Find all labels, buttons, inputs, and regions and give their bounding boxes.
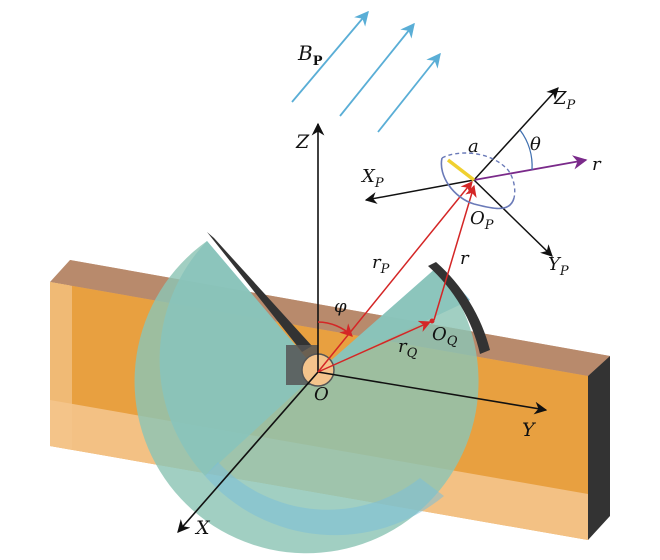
- field-line-3: [377, 52, 441, 133]
- field-line-2: [339, 22, 415, 117]
- label-o-p: OP: [470, 208, 494, 233]
- label-phi: φ: [334, 296, 347, 317]
- field-line-1: [291, 10, 369, 103]
- label-x-p: XP: [360, 166, 384, 191]
- label-o-q: OQ: [432, 324, 458, 349]
- slab-front-left-strip: [50, 282, 72, 450]
- disk-lower-rim: [205, 462, 444, 536]
- vector-r: [433, 184, 477, 321]
- theta-arc: [519, 129, 533, 171]
- label-r-q: rQ: [398, 336, 418, 361]
- axis-x-p: [364, 179, 475, 204]
- axis-z-p: [473, 87, 559, 181]
- vector-r-local: [473, 155, 588, 181]
- label-z: Z: [295, 131, 310, 153]
- label-r-vec: r: [592, 154, 602, 175]
- loop-radius: [446, 158, 476, 182]
- axis-y-p: [473, 179, 553, 257]
- disk-left-cut-edge: [207, 232, 312, 352]
- label-y: Y: [522, 419, 537, 441]
- position-vectors: [317, 181, 477, 373]
- label-r-p: rP: [372, 252, 390, 277]
- local-frame: [364, 87, 588, 257]
- phi-arc: [317, 321, 353, 337]
- label-theta: θ: [530, 134, 541, 155]
- label-b-p: BP: [297, 41, 323, 69]
- vector-r-q: [317, 320, 432, 373]
- point-o-q: [429, 318, 435, 324]
- label-origin: O: [314, 384, 329, 405]
- loop-front: [440, 157, 515, 210]
- vector-r-p: [317, 181, 473, 373]
- main-axes: [177, 122, 548, 533]
- slab-right-edge: [588, 356, 610, 540]
- label-x: X: [194, 517, 211, 539]
- disk: [134, 232, 490, 554]
- label-z-p: ZP: [553, 88, 576, 113]
- disk-right-cut-edge: [428, 262, 490, 354]
- field-lines: [291, 10, 441, 133]
- axis-x: [177, 371, 319, 533]
- label-a: a: [468, 136, 479, 157]
- axis-y: [317, 371, 548, 415]
- label-y-p: YP: [548, 254, 569, 279]
- loop-back: [441, 152, 516, 199]
- label-r: r: [460, 248, 470, 269]
